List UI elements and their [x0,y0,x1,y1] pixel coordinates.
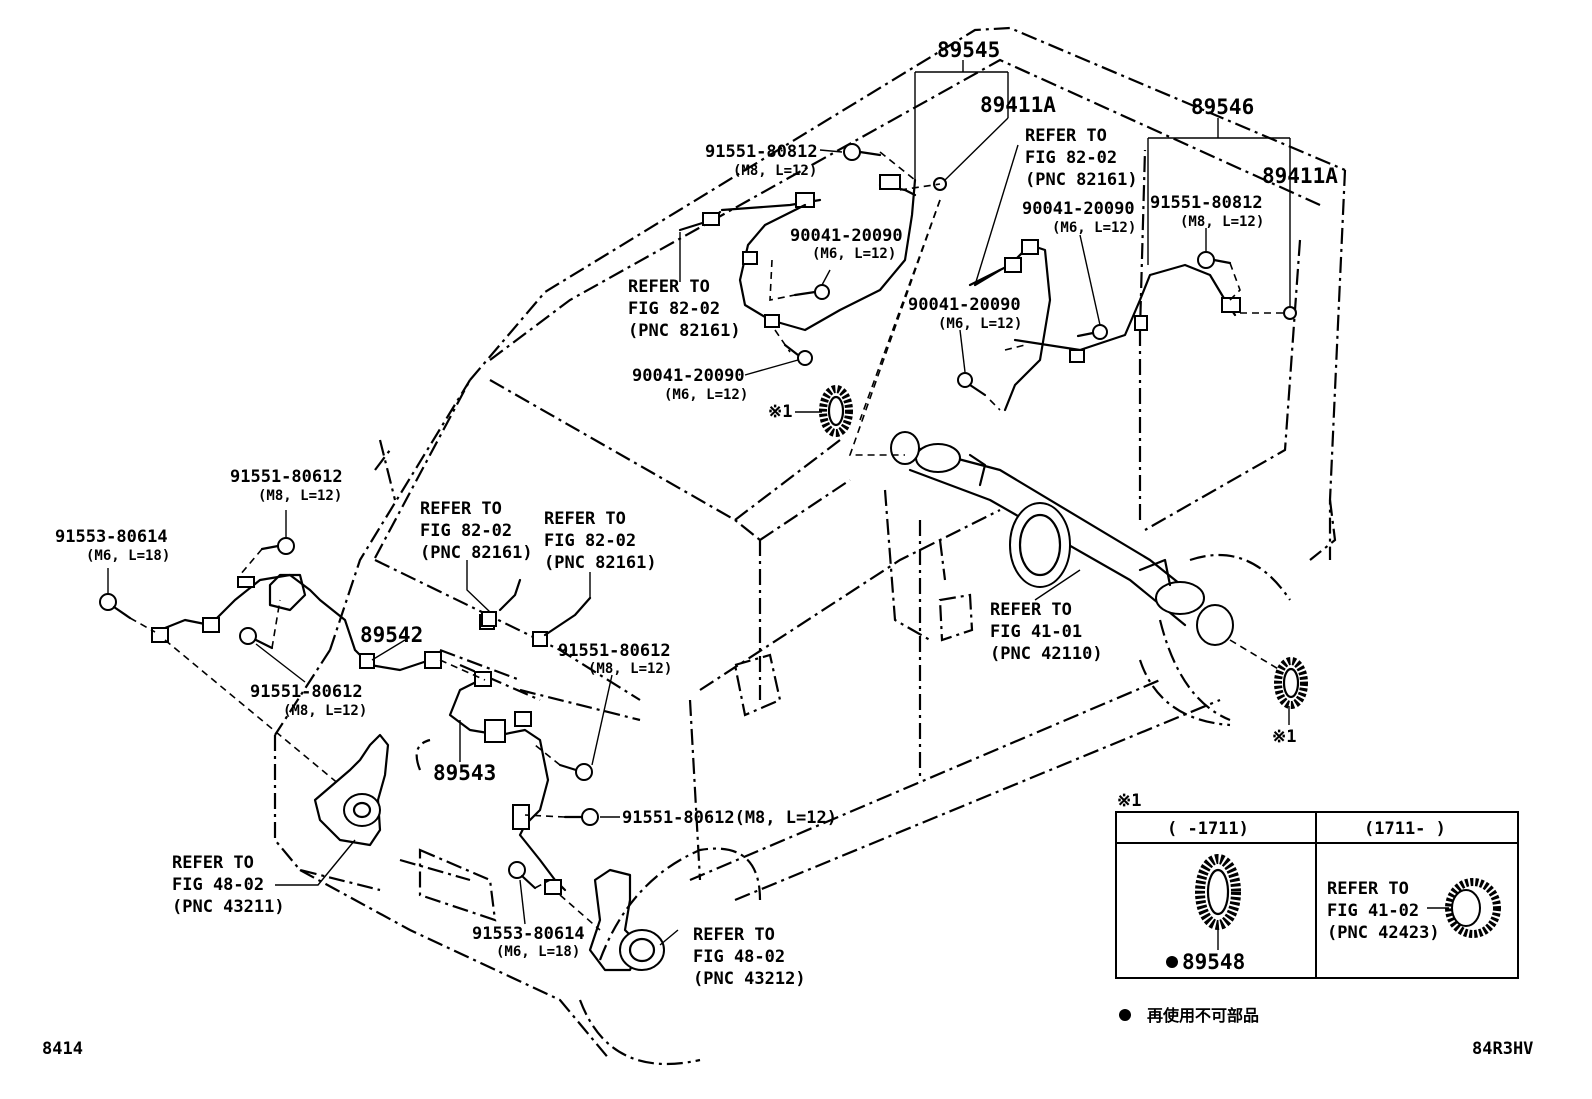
ref-48-02-right-line3: (PNC 43212) [693,969,806,989]
ref-82-02-right-line2: FIG 82-02 [1025,148,1117,168]
speed-sensor-rear-right-89546[interactable] [968,239,1297,412]
sensor-rotor-gear-icon [1195,854,1241,930]
label-91551-80612-b: 91551-80612 [250,682,363,702]
label-90041-20090-a: 90041-20090 [790,226,903,246]
label-91551-80812-right: 91551-80812 [1150,193,1263,213]
inset-ref-line1: REFER TO [1327,879,1409,899]
ref-82-02-front-b-line2: FIG 82-02 [544,531,636,551]
label-89546: 89546 [1191,95,1254,119]
ref-41-01-line1: REFER TO [990,600,1072,620]
label-90041-20090-b: 90041-20090 [632,366,745,386]
speed-sensor-front-right-89543[interactable] [448,614,567,895]
ref-82-02-right-line3: (PNC 82161) [1025,170,1138,190]
leader-lines [107,60,1291,946]
label-91551-80612-a: 91551-80612 [230,467,343,487]
label-91553-80614-b-spec: (M6, L=18) [496,944,580,960]
rear-axle-housing [890,431,1234,646]
inset-table: ※1 ( -1711) (1711- ) 89548 REFER TO FIG … [1115,791,1519,979]
sensor-rotor-right [1274,657,1308,709]
ref-82-02-front-a-line2: FIG 82-02 [420,521,512,541]
label-90041-20090-d-spec: (M6, L=12) [938,316,1022,332]
footer-page-code: 8414 [42,1039,83,1059]
reference-harness-stubs [481,268,1002,637]
part-labels: 89545 89411A 89546 89411A 89542 89543 91… [55,38,1338,960]
label-89543: 89543 [433,761,496,785]
ref-82-02-right-line1: REFER TO [1025,126,1107,146]
inset-part-89548: 89548 [1182,950,1245,974]
inset-ref-line2: FIG 41-02 [1327,901,1419,921]
label-90041-20090-a-spec: (M6, L=12) [812,246,896,262]
sensor-rotor-left [819,385,853,437]
inset-col-left-header: ( -1711) [1167,819,1249,839]
ref-82-02-front-b-line3: (PNC 82161) [544,553,657,573]
label-90041-20090-b-spec: (M6, L=12) [664,387,748,403]
non-reusable-dot-icon [1166,956,1178,968]
ref-48-02-left-line3: (PNC 43211) [172,897,285,917]
ref-82-02-top-line2: FIG 82-02 [628,299,720,319]
label-89411a-left: 89411A [980,93,1056,117]
speed-sensor-front-left-89542[interactable] [151,573,442,672]
label-91551-80612-c-spec: (M8, L=12) [588,661,672,677]
ref-82-02-top-line3: (PNC 82161) [628,321,741,341]
inset-ref-line3: (PNC 42423) [1327,923,1440,943]
ref-48-02-right-line2: FIG 48-02 [693,947,785,967]
inset-mark: ※1 [1117,791,1141,811]
ref-48-02-left-line2: FIG 48-02 [172,875,264,895]
label-91553-80614-a: 91553-80614 [55,527,168,547]
assembly-dashed-lines [129,151,1284,931]
ref-82-02-front-a-line3: (PNC 82161) [420,543,533,563]
ref-48-02-right-line1: REFER TO [693,925,775,945]
label-91551-80812-left: 91551-80812 [705,142,818,162]
label-91553-80614-a-spec: (M6, L=18) [86,548,170,564]
vehicle-body-outline [273,26,1347,1066]
footer-figure-code: 84R3HV [1472,1039,1533,1059]
label-90041-20090-d: 90041-20090 [908,295,1021,315]
label-89545: 89545 [937,38,1000,62]
label-91551-80612-a-spec: (M8, L=12) [258,488,342,504]
ref-48-02-left-line1: REFER TO [172,853,254,873]
non-reusable-dot-icon [1119,1009,1131,1021]
ref-82-02-front-a-line1: REFER TO [420,499,502,519]
ref-41-01-line3: (PNC 42110) [990,644,1103,664]
ref-41-01-line2: FIG 41-01 [990,622,1082,642]
legend-non-reusable-text: 再使用不可部品 [1147,1006,1259,1025]
label-90041-20090-c-spec: (M6, L=12) [1052,220,1136,236]
inset-col-right-header: (1711- ) [1364,819,1446,839]
label-mark1-right: ※1 [1272,727,1296,747]
label-89411a-right: 89411A [1262,164,1338,188]
label-90041-20090-c: 90041-20090 [1022,199,1135,219]
label-91551-80812-right-spec: (M8, L=12) [1180,214,1264,230]
label-91551-80612-d: 91551-80612(M8, L=12) [622,808,837,828]
legend: 再使用不可部品 [1119,1006,1259,1025]
label-mark1-left: ※1 [768,402,792,422]
steering-knuckle-left [313,733,390,847]
ref-82-02-front-b-line1: REFER TO [544,509,626,529]
steering-knuckle-right [588,868,665,972]
label-91551-80612-b-spec: (M8, L=12) [283,703,367,719]
label-89542: 89542 [360,623,423,647]
label-91553-80614-b: 91553-80614 [472,924,585,944]
sensor-rotor-gear-icon [1445,878,1501,938]
label-91551-80812-left-spec: (M8, L=12) [733,163,817,179]
reference-labels: REFER TO FIG 82-02 (PNC 82161) REFER TO … [172,126,1138,989]
label-91551-80612-c: 91551-80612 [558,641,671,661]
ref-82-02-top-line1: REFER TO [628,277,710,297]
